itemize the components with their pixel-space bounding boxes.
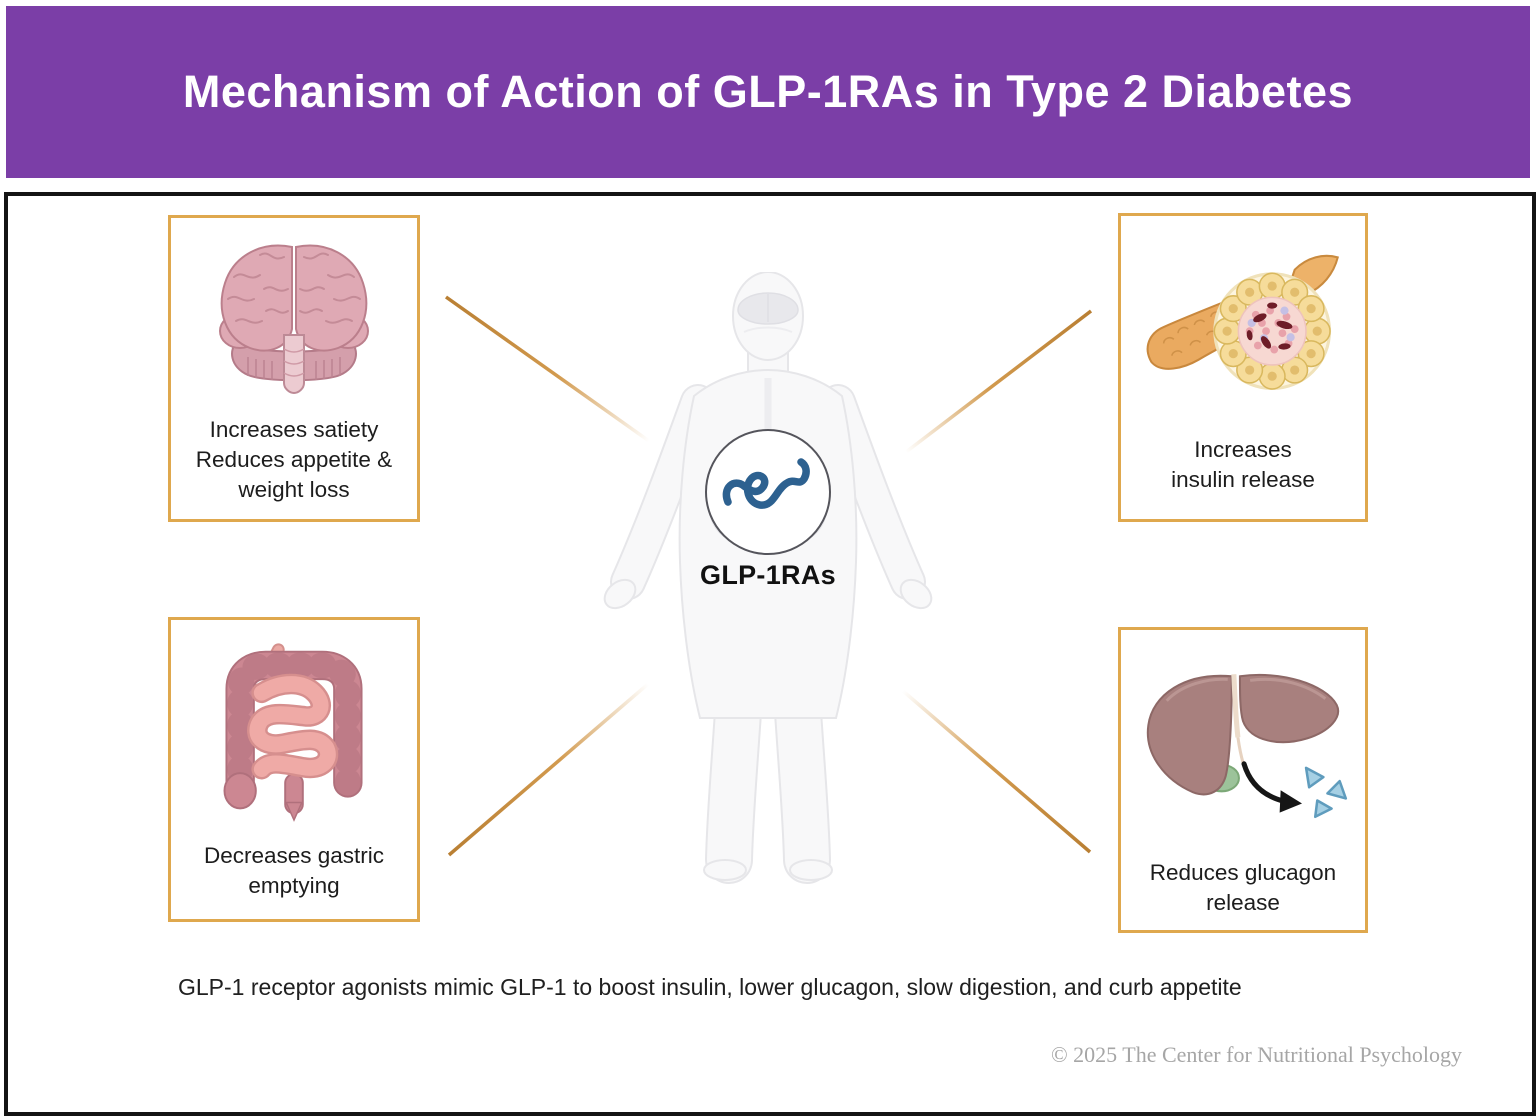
glp1ras-label: GLP-1RAs xyxy=(700,560,836,590)
pancreas-box-label: Increases insulin release xyxy=(1171,435,1315,495)
pancreas-label-line: insulin release xyxy=(1171,467,1315,492)
summary-caption: GLP-1 receptor agonists mimic GLP-1 to b… xyxy=(178,974,1242,1000)
liver-illustration xyxy=(1121,630,1365,858)
liver-label-line: release xyxy=(1206,890,1280,915)
body-silhouette-graphic xyxy=(603,271,933,884)
intestine-label-line: Decreases gastric xyxy=(203,843,385,868)
page-title: Mechanism of Action of GLP-1RAs in Type … xyxy=(182,66,1354,117)
glucagon-molecules-icon xyxy=(1304,766,1348,818)
liver-label-line: Reduces glucagon xyxy=(1149,860,1337,885)
brain-label-line: Reduces appetite & xyxy=(195,447,393,472)
brain-box: Increases satiety Reduces appetite & wei… xyxy=(168,215,420,522)
pancreas-illustration xyxy=(1121,216,1365,435)
intestine-illustration xyxy=(171,620,417,841)
pancreas-box: Increases insulin release xyxy=(1118,213,1368,522)
copyright-notice: © 2025 The Center for Nutritional Psycho… xyxy=(1050,1042,1462,1067)
body-silhouette xyxy=(598,271,938,892)
brain-illustration xyxy=(171,218,417,415)
intestine-box-label: Decreases gastric emptying xyxy=(204,841,384,901)
pancreas-label-line: Increases xyxy=(1194,437,1292,462)
intestine-label-line: emptying xyxy=(248,873,340,898)
title-banner: Mechanism of Action of GLP-1RAs in Type … xyxy=(6,6,1530,178)
brain-label-line: Increases satiety xyxy=(209,417,379,442)
brain-label-line: weight loss xyxy=(238,477,350,502)
liver-box: Reduces glucagon release xyxy=(1118,627,1368,933)
intestine-box: Decreases gastric emptying xyxy=(168,617,420,922)
glp1-molecule-icon xyxy=(722,458,810,509)
release-arrow-icon xyxy=(1241,760,1288,804)
brain-box-label: Increases satiety Reduces appetite & wei… xyxy=(196,415,392,505)
liver-box-label: Reduces glucagon release xyxy=(1150,858,1336,918)
